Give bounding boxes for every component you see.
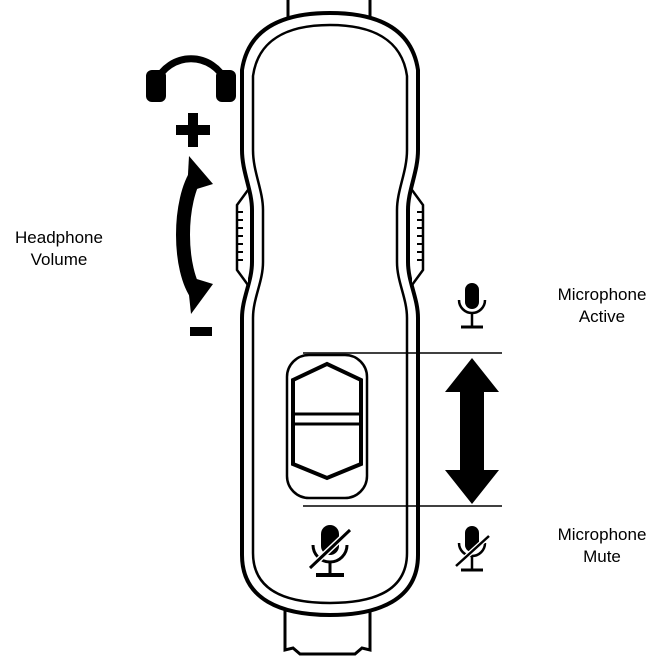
microphone-muted-icon <box>456 526 489 570</box>
microphone-icon <box>459 283 485 327</box>
microphone-active-label: Microphone Active <box>540 284 663 328</box>
volume-curved-arrow-icon <box>183 156 213 314</box>
headphones-icon <box>146 59 236 102</box>
volume-wheel-right[interactable] <box>412 190 423 285</box>
mic-slider-switch[interactable] <box>287 355 367 498</box>
double-arrow-icon <box>445 358 499 504</box>
microphone-active-label-line1: Microphone <box>540 284 663 306</box>
headphone-volume-label-line2: Volume <box>0 249 118 271</box>
controller-body-inner <box>253 25 407 603</box>
volume-wheel-left[interactable] <box>237 190 248 285</box>
microphone-mute-label-line1: Microphone <box>540 524 663 546</box>
plus-icon <box>176 113 210 147</box>
minus-icon <box>190 327 212 336</box>
microphone-active-label-line2: Active <box>540 306 663 328</box>
microphone-mute-label-line2: Mute <box>540 546 663 568</box>
microphone-mute-label: Microphone Mute <box>540 524 663 568</box>
headphone-volume-label-line1: Headphone <box>0 227 118 249</box>
headphone-volume-label: Headphone Volume <box>0 227 118 271</box>
